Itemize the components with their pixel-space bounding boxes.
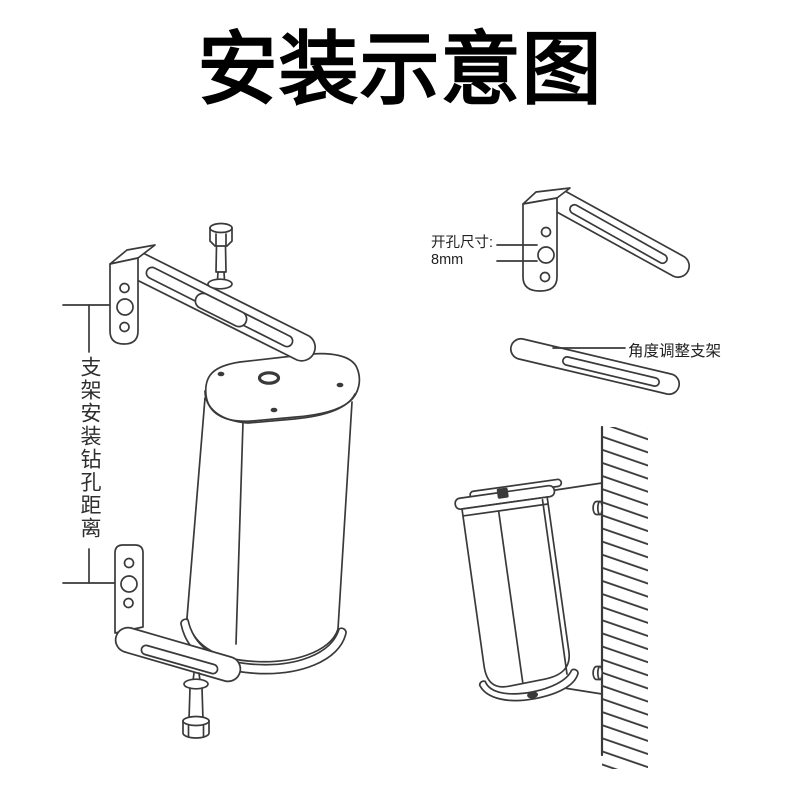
top-mount-bracket: [109, 244, 156, 345]
wall-hatching: [602, 427, 648, 769]
exploded-speaker-assembly: [109, 222, 361, 739]
wall-bolt-bottom: [592, 665, 604, 681]
wall-bolt-top: [592, 500, 604, 516]
page-title: 安装示意图: [197, 25, 603, 114]
bottom-bracket-arm: [114, 626, 242, 683]
speaker-body-illustration: [180, 352, 361, 675]
hole-size-label: 开孔尺寸: 8mm: [431, 235, 501, 269]
mount-plate-top-edge: [548, 482, 603, 492]
top-bracket-arm: [120, 249, 316, 362]
hole-size-label-line1: 开孔尺寸:: [431, 235, 494, 251]
mount-plate-bottom-edge: [563, 687, 603, 695]
bracket-hole-distance-label: 支架安装钻孔距离: [78, 356, 101, 540]
top-bolt-illustration: [207, 222, 233, 290]
bottom-mount-bracket: [114, 544, 144, 634]
wall-mounted-speaker-scene: [454, 425, 648, 769]
hole-size-label-line2: 8mm: [431, 252, 464, 268]
angle-bracket-label: 角度调整支架: [628, 343, 722, 360]
bottom-bolt-illustration: [182, 672, 210, 739]
angle-adjust-bar-detail: [509, 337, 681, 396]
wall-bracket-detail: [496, 187, 690, 292]
tilted-speaker: [454, 478, 579, 702]
